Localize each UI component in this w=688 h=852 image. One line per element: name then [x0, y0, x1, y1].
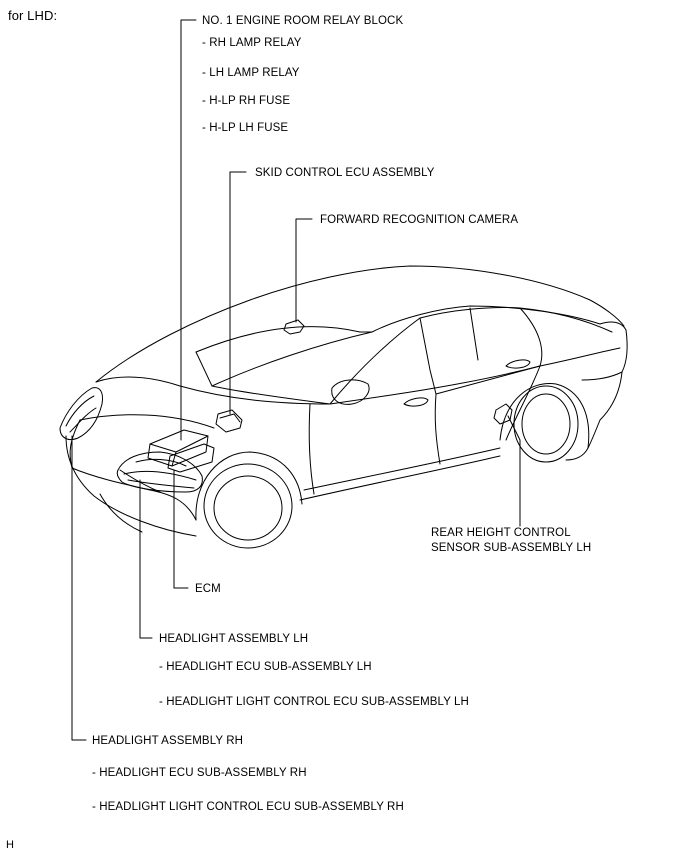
camera-title: FORWARD RECOGNITION CAMERA — [320, 214, 519, 226]
relay-item: - H-LP RH FUSE — [202, 95, 291, 107]
corner-mark: H — [6, 839, 15, 851]
relay-item: - H-LP LH FUSE — [202, 122, 289, 134]
headlight-lh-item: - HEADLIGHT LIGHT CONTROL ECU SUB-ASSEMB… — [159, 696, 469, 708]
headlight-lh-item: - HEADLIGHT ECU SUB-ASSEMBLY LH — [159, 661, 372, 673]
leader-lines — [71, 19, 521, 741]
skid-control-title: SKID CONTROL ECU ASSEMBLY — [255, 167, 435, 179]
car-body-outline — [65, 265, 628, 549]
caption: for LHD: — [8, 8, 58, 23]
headlight-rh-item: - HEADLIGHT ECU SUB-ASSEMBLY RH — [92, 767, 307, 779]
headlight-rh-title: HEADLIGHT ASSEMBLY RH — [92, 735, 244, 747]
relay-block-title: NO. 1 ENGINE ROOM RELAY BLOCK — [202, 15, 404, 27]
rear-height-title-line1: REAR HEIGHT CONTROL — [431, 527, 571, 539]
relay-item: - LH LAMP RELAY — [202, 67, 300, 79]
ecm-title: ECM — [195, 583, 221, 595]
headlight-lh-title: HEADLIGHT ASSEMBLY LH — [159, 633, 309, 645]
component-shapes — [59, 319, 513, 493]
relay-item: - RH LAMP RELAY — [202, 37, 302, 49]
headlight-rh-item: - HEADLIGHT LIGHT CONTROL ECU SUB-ASSEMB… — [92, 801, 404, 813]
rear-height-title-line2: SENSOR SUB-ASSEMBLY LH — [431, 542, 592, 554]
